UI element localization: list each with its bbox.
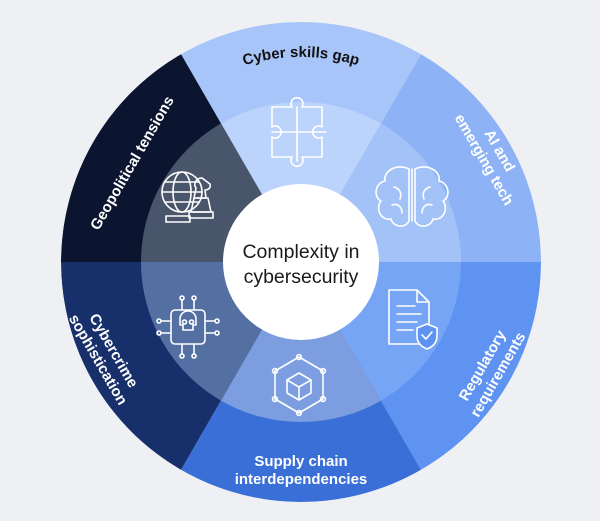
document-shield-icon (388, 289, 438, 350)
inner-wedge-cyber-skills-gap (221, 102, 381, 262)
center-title-line-2: cybersecurity (244, 266, 359, 288)
inner-wedge-supply-chain (221, 262, 381, 422)
skull-chip-icon (156, 295, 220, 359)
label-supply-chain: Supply chain interdependencies (235, 453, 368, 488)
puzzle-icon (271, 96, 327, 168)
brain-icon (375, 166, 449, 227)
center-circle (223, 184, 379, 340)
label-supply-line-1: Supply chain (254, 453, 347, 470)
label-supply-line-2: interdependencies (235, 471, 368, 488)
network-box-icon (271, 353, 327, 417)
center-title-line-1: Complexity in (242, 241, 359, 263)
globe-chess-icon (161, 171, 214, 223)
